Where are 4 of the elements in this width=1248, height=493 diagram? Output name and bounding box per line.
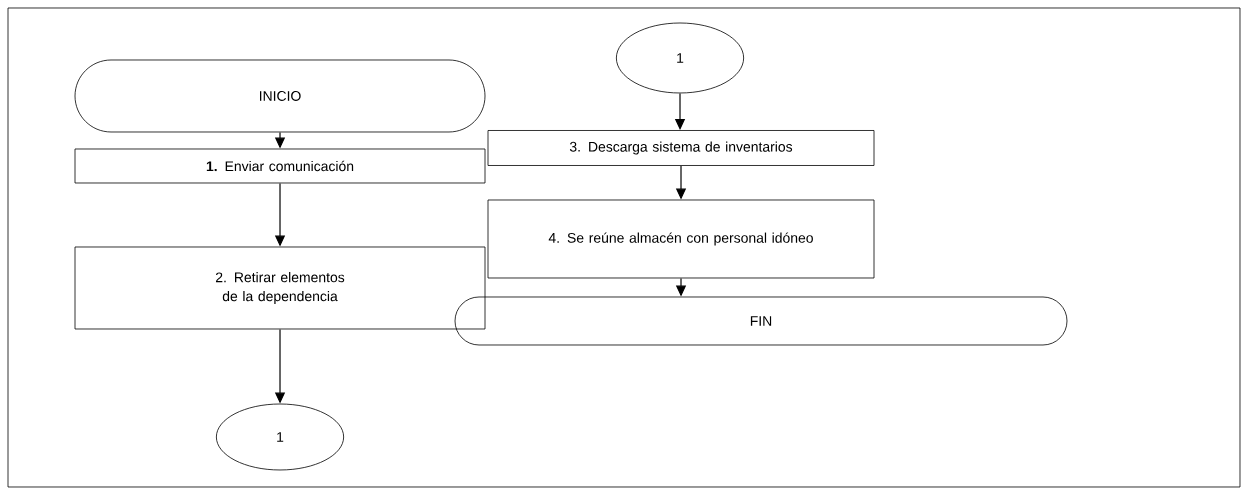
process-box: 3. Descarga sistema de inventarios [487,130,875,166]
process-box: 1. Enviar comunicación [74,148,486,184]
process-box: 4. Se reúne almacén con personal idóneo [487,199,875,279]
process-box: 2. Retirar elementos de la dependencia [74,246,486,330]
